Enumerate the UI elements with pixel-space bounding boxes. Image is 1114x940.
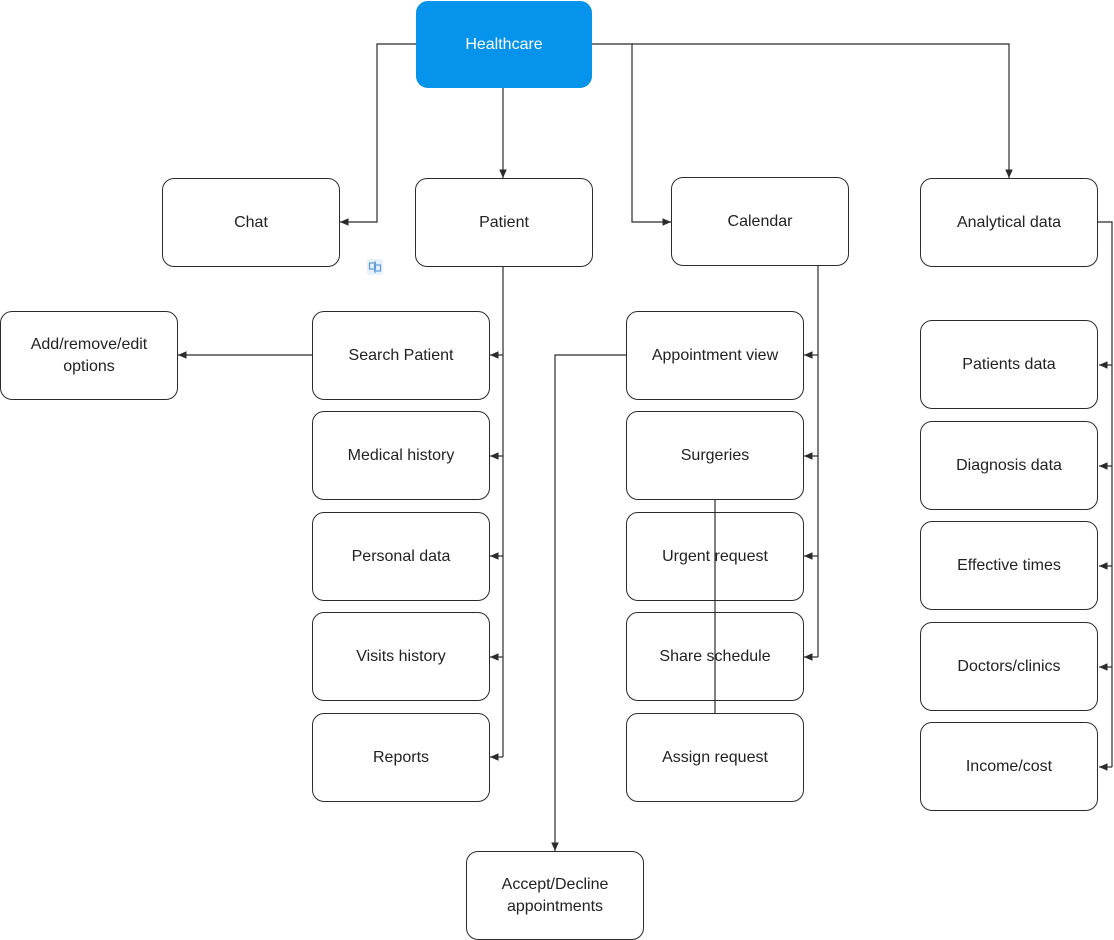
node-healthcare[interactable]: Healthcare xyxy=(416,1,592,88)
node-effective-times[interactable]: Effective times xyxy=(920,521,1098,610)
node-patient-label: Patient xyxy=(479,213,529,231)
node-chat-label: Chat xyxy=(234,213,268,231)
node-accept-decline-appointments-label: Accept/Decline appointments xyxy=(501,875,609,915)
node-patients-data[interactable]: Patients data xyxy=(920,320,1098,409)
link-marker-icon[interactable] xyxy=(366,258,384,276)
node-search-patient-label: Search Patient xyxy=(348,346,454,364)
node-assign-request-label: Assign request xyxy=(662,748,768,766)
node-income-cost[interactable]: Income/cost xyxy=(920,722,1098,811)
node-urgent-request-label: Urgent request xyxy=(662,547,768,565)
node-assign-request[interactable]: Assign request xyxy=(626,713,804,802)
node-patients-data-label: Patients data xyxy=(962,355,1056,373)
node-calendar[interactable]: Calendar xyxy=(671,177,849,266)
node-add-remove-edit-options[interactable]: Add/remove/edit options xyxy=(0,311,178,400)
node-medical-history[interactable]: Medical history xyxy=(312,411,490,500)
node-reports-label: Reports xyxy=(372,748,430,766)
node-chat[interactable]: Chat xyxy=(162,178,340,267)
node-patient[interactable]: Patient xyxy=(415,178,593,267)
edge-appointment-accept xyxy=(551,354,626,851)
node-appointment-view[interactable]: Appointment view xyxy=(626,311,804,400)
node-urgent-request[interactable]: Urgent request xyxy=(626,512,804,601)
node-accept-decline-appointments[interactable]: Accept/Decline appointments xyxy=(466,851,644,940)
node-doctors-clinics-label: Doctors/clinics xyxy=(957,657,1061,675)
node-healthcare-label: Healthcare xyxy=(465,35,543,53)
node-add-remove-edit-options-label: Add/remove/edit options xyxy=(30,335,148,375)
node-visits-history[interactable]: Visits history xyxy=(312,612,490,701)
node-analytical-data[interactable]: Analytical data xyxy=(920,178,1098,267)
node-share-schedule-label: Share schedule xyxy=(659,647,771,665)
node-calendar-label: Calendar xyxy=(727,212,793,230)
edge-root-calendar xyxy=(592,43,671,226)
edge-root-analytical xyxy=(632,43,1013,178)
edge-analytical-trunk xyxy=(1098,221,1113,767)
node-search-patient[interactable]: Search Patient xyxy=(312,311,490,400)
node-analytical-data-label: Analytical data xyxy=(956,213,1062,231)
node-personal-data-label: Personal data xyxy=(351,547,451,565)
node-surgeries-label: Surgeries xyxy=(680,446,750,464)
node-income-cost-label: Income/cost xyxy=(965,757,1053,775)
node-effective-times-label: Effective times xyxy=(957,556,1061,574)
node-personal-data[interactable]: Personal data xyxy=(312,512,490,601)
node-medical-history-label: Medical history xyxy=(347,446,455,464)
node-diagnosis-data-label: Diagnosis data xyxy=(956,456,1062,474)
node-diagnosis-data[interactable]: Diagnosis data xyxy=(920,421,1098,510)
node-appointment-view-label: Appointment view xyxy=(651,346,779,364)
edge-root-chat xyxy=(340,43,416,226)
node-reports[interactable]: Reports xyxy=(312,713,490,802)
node-share-schedule[interactable]: Share schedule xyxy=(626,612,804,701)
node-visits-history-label: Visits history xyxy=(356,647,446,665)
node-surgeries[interactable]: Surgeries xyxy=(626,411,804,500)
node-doctors-clinics[interactable]: Doctors/clinics xyxy=(920,622,1098,711)
